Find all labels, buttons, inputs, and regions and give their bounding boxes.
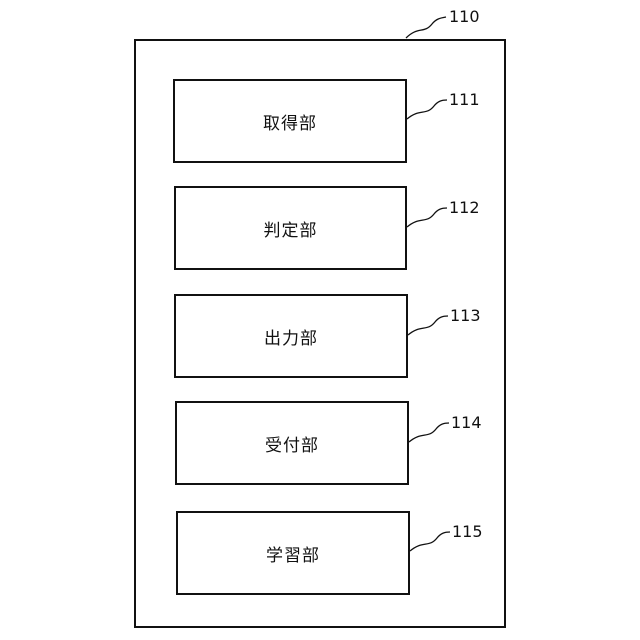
acquisition-unit-block: 取得部 — [173, 79, 407, 163]
ref-numeral-111: 111 — [449, 92, 480, 108]
learning-unit-block: 学習部 — [176, 511, 410, 595]
learning-unit-label: 学習部 — [266, 541, 320, 566]
ref-numeral-113: 113 — [450, 308, 481, 324]
ref-numeral-112: 112 — [449, 200, 480, 216]
output-unit-block: 出力部 — [174, 294, 408, 378]
reception-unit-label: 受付部 — [265, 431, 319, 456]
ref-numeral-114: 114 — [451, 415, 482, 431]
acquisition-unit-label: 取得部 — [263, 109, 317, 134]
determination-unit-label: 判定部 — [264, 216, 318, 241]
determination-unit-block: 判定部 — [174, 186, 407, 270]
ref-numeral-110: 110 — [449, 9, 480, 25]
output-unit-label: 出力部 — [264, 324, 318, 349]
leader-line-110 — [406, 17, 446, 38]
ref-numeral-115: 115 — [452, 524, 483, 540]
reception-unit-block: 受付部 — [175, 401, 409, 485]
